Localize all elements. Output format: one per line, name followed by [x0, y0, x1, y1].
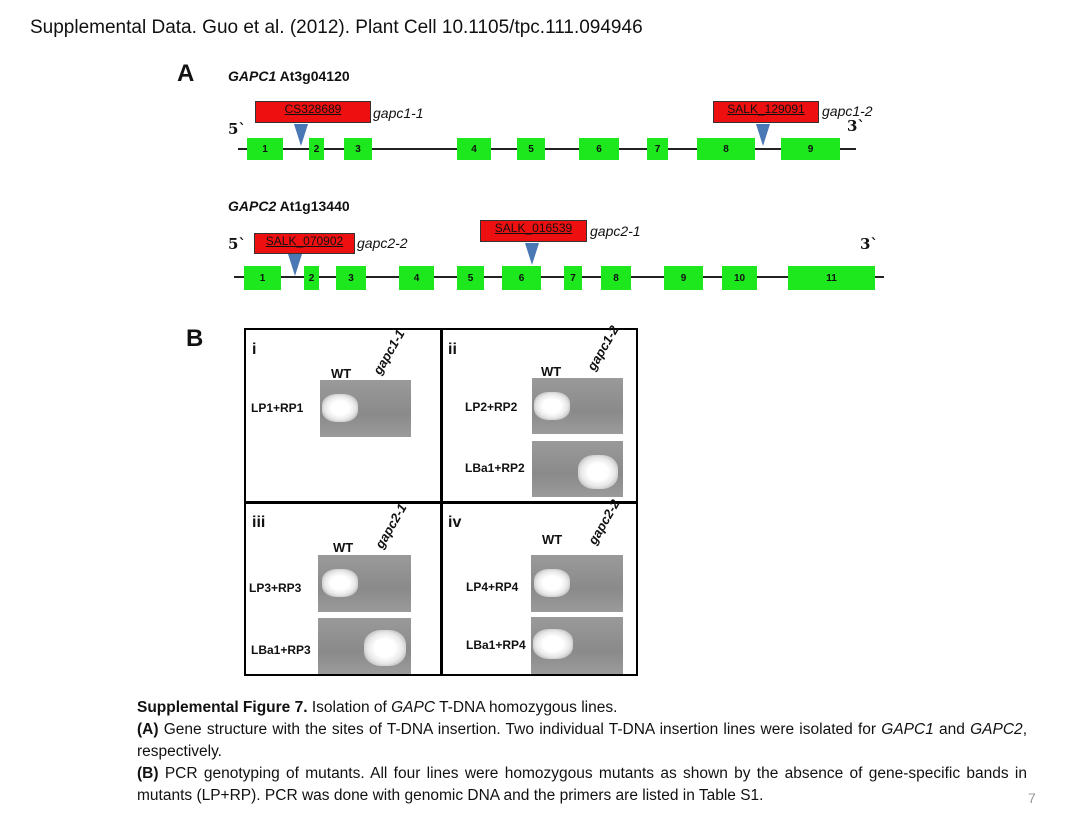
caption-a-label: (A): [137, 721, 159, 738]
insertion-box-salk-070902: SALK_070902: [254, 233, 355, 254]
gene2-intron-line: [234, 276, 884, 278]
gel-image: [318, 618, 411, 674]
gel-band: [533, 629, 573, 659]
gel-image: [320, 380, 411, 437]
panel-b-label: B: [186, 325, 204, 352]
primer-label: LP4+RP4: [466, 580, 519, 594]
gene2-five-prime: 5`: [228, 235, 246, 253]
caption-part-a: (A) Gene structure with the sites of T-D…: [137, 719, 1027, 763]
insertion-box-cs328689: CS328689: [255, 101, 371, 123]
gene2-three-prime: 3`: [860, 235, 878, 253]
gel-image: [532, 378, 623, 434]
gene2-exon: 3: [336, 266, 366, 290]
quadrant-ii-label: ii: [448, 341, 457, 358]
allele-gapc1-2: gapc1-2: [822, 103, 873, 119]
gene1-five-prime: 5`: [228, 120, 246, 138]
caption-part-b: (B) PCR genotyping of mutants. All four …: [137, 763, 1027, 807]
caption-a-end: , respectively.: [137, 721, 1027, 760]
allele-gapc1-1: gapc1-1: [373, 105, 424, 121]
gel-image: [532, 441, 623, 497]
gene1-exon: 7: [647, 138, 668, 160]
caption-title-pre: Isolation of: [311, 699, 392, 716]
gene2-name: GAPC2: [228, 198, 277, 214]
gene1-exon: 5: [517, 138, 545, 160]
gene2-exon: 5: [457, 266, 484, 290]
insertion-triangle-icon: [525, 243, 539, 265]
lane-label-wt: WT: [542, 532, 563, 547]
insertion-triangle-icon: [288, 254, 302, 276]
gene1-locus: At3g04120: [279, 68, 350, 84]
gel-grid-divider-horizontal: [244, 501, 638, 504]
caption-b-label: (B): [137, 765, 159, 782]
gel-band: [534, 569, 570, 597]
page-header: Supplemental Data. Guo et al. (2012). Pl…: [30, 17, 643, 38]
gene1-exon: 8: [697, 138, 755, 160]
gene2-exon: 10: [722, 266, 757, 290]
gene1-exon: 4: [457, 138, 491, 160]
gel-image: [318, 555, 411, 612]
quadrant-i-label: i: [252, 341, 257, 358]
figure-caption: Supplemental Figure 7. Isolation of GAPC…: [137, 697, 1027, 807]
insertion-box-salk-016539: SALK_016539: [480, 220, 587, 242]
lane-label-wt: WT: [541, 364, 562, 379]
insertion-triangle-icon: [294, 124, 308, 146]
quadrant-iii-label: iii: [252, 514, 266, 531]
lane-label-wt: WT: [333, 540, 354, 555]
insertion-box-salk-129091: SALK_129091: [713, 101, 819, 123]
gene1-intron-line: [238, 148, 856, 150]
gene2-exon: 2: [304, 266, 319, 290]
gene2-locus: At1g13440: [279, 198, 350, 214]
gel-band: [578, 455, 618, 489]
allele-gapc2-1: gapc2-1: [590, 223, 641, 239]
primer-label: LBa1+RP2: [465, 461, 525, 475]
primer-label: LBa1+RP3: [251, 643, 311, 657]
primer-label: LP2+RP2: [465, 400, 518, 414]
caption-b-text: PCR genotyping of mutants. All four line…: [137, 765, 1027, 804]
gel-band: [364, 630, 406, 666]
primer-label: LBa1+RP4: [466, 638, 526, 652]
gene2-exon: 7: [564, 266, 582, 290]
caption-title: Supplemental Figure 7. Isolation of GAPC…: [137, 697, 1027, 719]
quadrant-iv-label: iv: [448, 514, 462, 531]
gene1-exon: 9: [781, 138, 840, 160]
insertion-triangle-icon: [756, 124, 770, 146]
panel-a-label: A: [177, 60, 195, 87]
caption-title-post: T-DNA homozygous lines.: [435, 699, 618, 716]
gene2-exon: 11: [788, 266, 875, 290]
primer-label: LP1+RP1: [251, 401, 304, 415]
gel-image: [531, 617, 623, 674]
gene1-three-prime: 3`: [847, 117, 865, 135]
gene1-exon: 2: [309, 138, 324, 160]
gene2-exon: 1: [244, 266, 281, 290]
gel-image: [531, 555, 623, 612]
gel-band: [322, 569, 358, 597]
caption-a-text: Gene structure with the sites of T-DNA i…: [158, 721, 882, 738]
caption-title-bold: Supplemental Figure 7.: [137, 699, 308, 716]
gel-band: [322, 394, 358, 422]
primer-label: LP3+RP3: [249, 581, 302, 595]
gene2-exon: 8: [601, 266, 631, 290]
gene2-exon: 4: [399, 266, 434, 290]
caption-title-italic: GAPC: [391, 699, 436, 716]
caption-a-gene1: GAPC1: [881, 721, 934, 738]
gene1-exon: 1: [247, 138, 283, 160]
gene1-exon: 6: [579, 138, 619, 160]
gene1-title: GAPC1 At3g04120: [228, 68, 350, 84]
gene1-name: GAPC1: [228, 68, 277, 84]
gene2-title: GAPC2 At1g13440: [228, 198, 350, 214]
gene2-exon: 6: [502, 266, 541, 290]
gene1-exon: 3: [344, 138, 372, 160]
allele-gapc2-2: gapc2-2: [357, 235, 408, 251]
gene2-exon: 9: [664, 266, 703, 290]
page-number: 7: [1028, 790, 1036, 806]
caption-a-and: and: [933, 721, 971, 738]
caption-a-gene2: GAPC2: [970, 721, 1023, 738]
lane-label-wt: WT: [331, 366, 352, 381]
gel-band: [534, 392, 570, 420]
